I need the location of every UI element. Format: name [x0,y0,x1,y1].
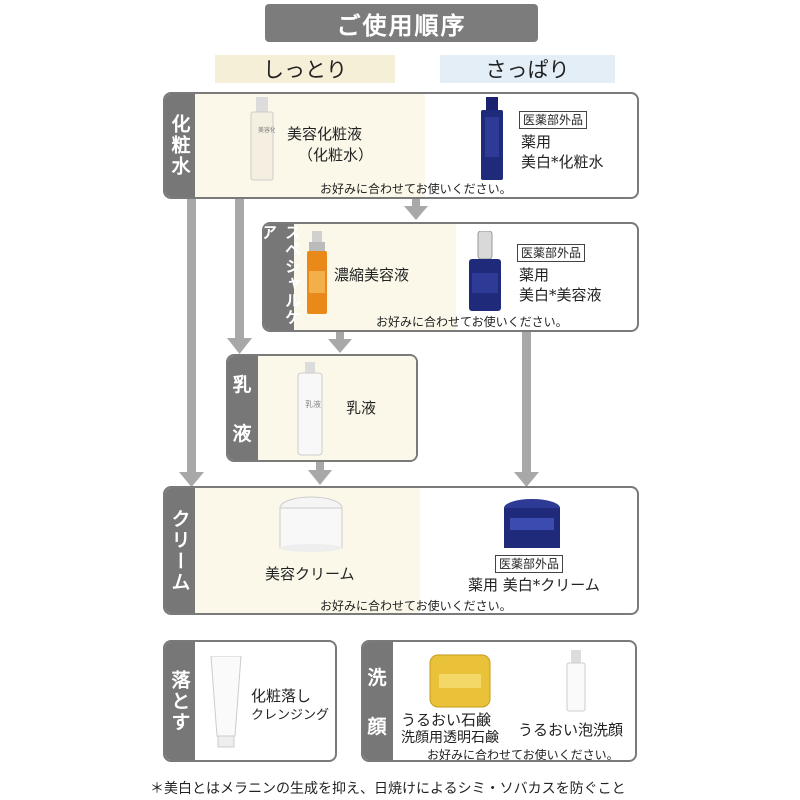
milk-panel: 乳 液 乳液 乳液 [226,354,418,462]
cleansing-side-label: 落とす [165,642,195,760]
foam-bottle-icon [566,650,586,712]
special-moist-bottle-icon [307,231,327,314]
cleansing-panel: 落とす 化粧落し クレンジング [163,640,337,762]
cream-fresh-jar-icon [504,499,560,548]
special-fresh-name-2: 美白*美容液 [519,286,602,304]
lotion-fresh-name-2: 美白*化粧水 [521,153,604,171]
cream-note: お好みに合わせてお使いください。 [320,599,512,613]
wash-note: お好みに合わせてお使いください。 [427,748,619,762]
milk-bottle-icon: 乳液 [297,362,323,456]
wash-side-label: 洗 顔 [363,642,393,760]
cream-moist-name: 美容クリーム [265,565,355,583]
wash-soap-name-2: 洗顔用透明石鹸 [401,730,499,746]
cream-quasi-drug-badge: 医薬部外品 [495,555,564,573]
arrow-lotion-to-special [412,198,420,208]
arrow-head-lotion-to-milk [227,338,252,354]
special-fresh-bottle-icon [469,231,501,311]
milk-side-label-1: 乳 [232,374,254,396]
milk-side-label: 乳 液 [228,356,258,460]
special-fresh-name-1: 薬用 [519,266,550,284]
lotion-quasi-drug-badge: 医薬部外品 [519,111,588,129]
arrow-head-special-to-cream [514,472,539,487]
special-note: お好みに合わせてお使いください。 [376,315,568,329]
cream-panel: クリーム 美容クリーム 医薬部外品 薬用 美白*クリーム お好みに合わせてお使い… [163,486,639,615]
wash-soap-name-1: うるおい石鹸 [401,711,492,729]
column-header-fresh: さっぱり [440,55,615,83]
footnote: ＊美白とはメラニンの生成を抑え、日焼けによるシミ・ソバカスを防ぐこと [150,781,626,797]
cleansing-name-1: 化粧落し [251,687,312,705]
lotion-fresh-name-1: 薬用 [521,133,552,151]
column-header-moist: しっとり [215,55,395,83]
wash-foam-name: うるおい泡洗顔 [518,721,624,739]
arrow-head-lotion-to-cream [179,472,204,487]
lotion-fresh-bottle-icon [481,97,503,180]
arrow-special-to-milk [336,331,344,341]
lotion-moist-name-2: （化粧水） [298,146,374,164]
lotion-side-label: 化粧水 [165,94,195,197]
arrow-head-special-to-milk [328,339,352,353]
arrow-milk-to-cream [316,462,324,472]
svg-text:美容化粧液: 美容化粧液 [258,126,275,134]
special-quasi-drug-badge: 医薬部外品 [517,244,586,262]
arrow-head-milk-to-cream [308,470,332,485]
cleansing-name-2: クレンジング [251,708,330,723]
arrow-special-to-cream [522,331,531,474]
special-care-panel: スペシャルケア 濃縮美容液 医薬部外品 薬用 美白*美容液 お好みに合わせてお使… [262,222,639,332]
special-side-label: スペシャルケア [264,224,301,330]
lotion-note: お好みに合わせてお使いください。 [320,182,512,196]
page-title: ご使用順序 [265,4,538,42]
arrow-head-lotion-to-special [404,206,428,220]
cream-moist-jar-icon [279,496,343,552]
lotion-panel: 化粧水 美容化粧液 美容化粧液 （化粧水） 医薬部外品 薬用 美白*化粧水 お好… [163,92,639,199]
lotion-moist-bottle-icon: 美容化粧液 [250,97,275,181]
arrow-lotion-to-cream [187,198,196,474]
lotion-moist-name-1: 美容化粧液 [287,125,363,143]
arrow-lotion-to-milk [235,198,244,340]
milk-side-label-2: 液 [232,423,254,445]
wash-side-label-1: 洗 [367,667,389,689]
cream-side-label: クリーム [165,488,195,613]
soap-icon [429,654,491,708]
milk-name: 乳液 [346,399,377,417]
svg-text:乳液: 乳液 [305,399,321,409]
wash-panel: 洗 顔 うるおい石鹸 洗顔用透明石鹸 うるおい泡洗顔 お好みに合わせてお使いくだ… [361,640,637,762]
lotion-moist-area [195,94,425,197]
special-moist-name: 濃縮美容液 [334,266,410,284]
cleansing-tube-icon [210,656,242,748]
wash-side-label-2: 顔 [367,716,389,738]
milk-moist-area [258,356,416,460]
cream-fresh-name: 薬用 美白*クリーム [468,576,600,594]
